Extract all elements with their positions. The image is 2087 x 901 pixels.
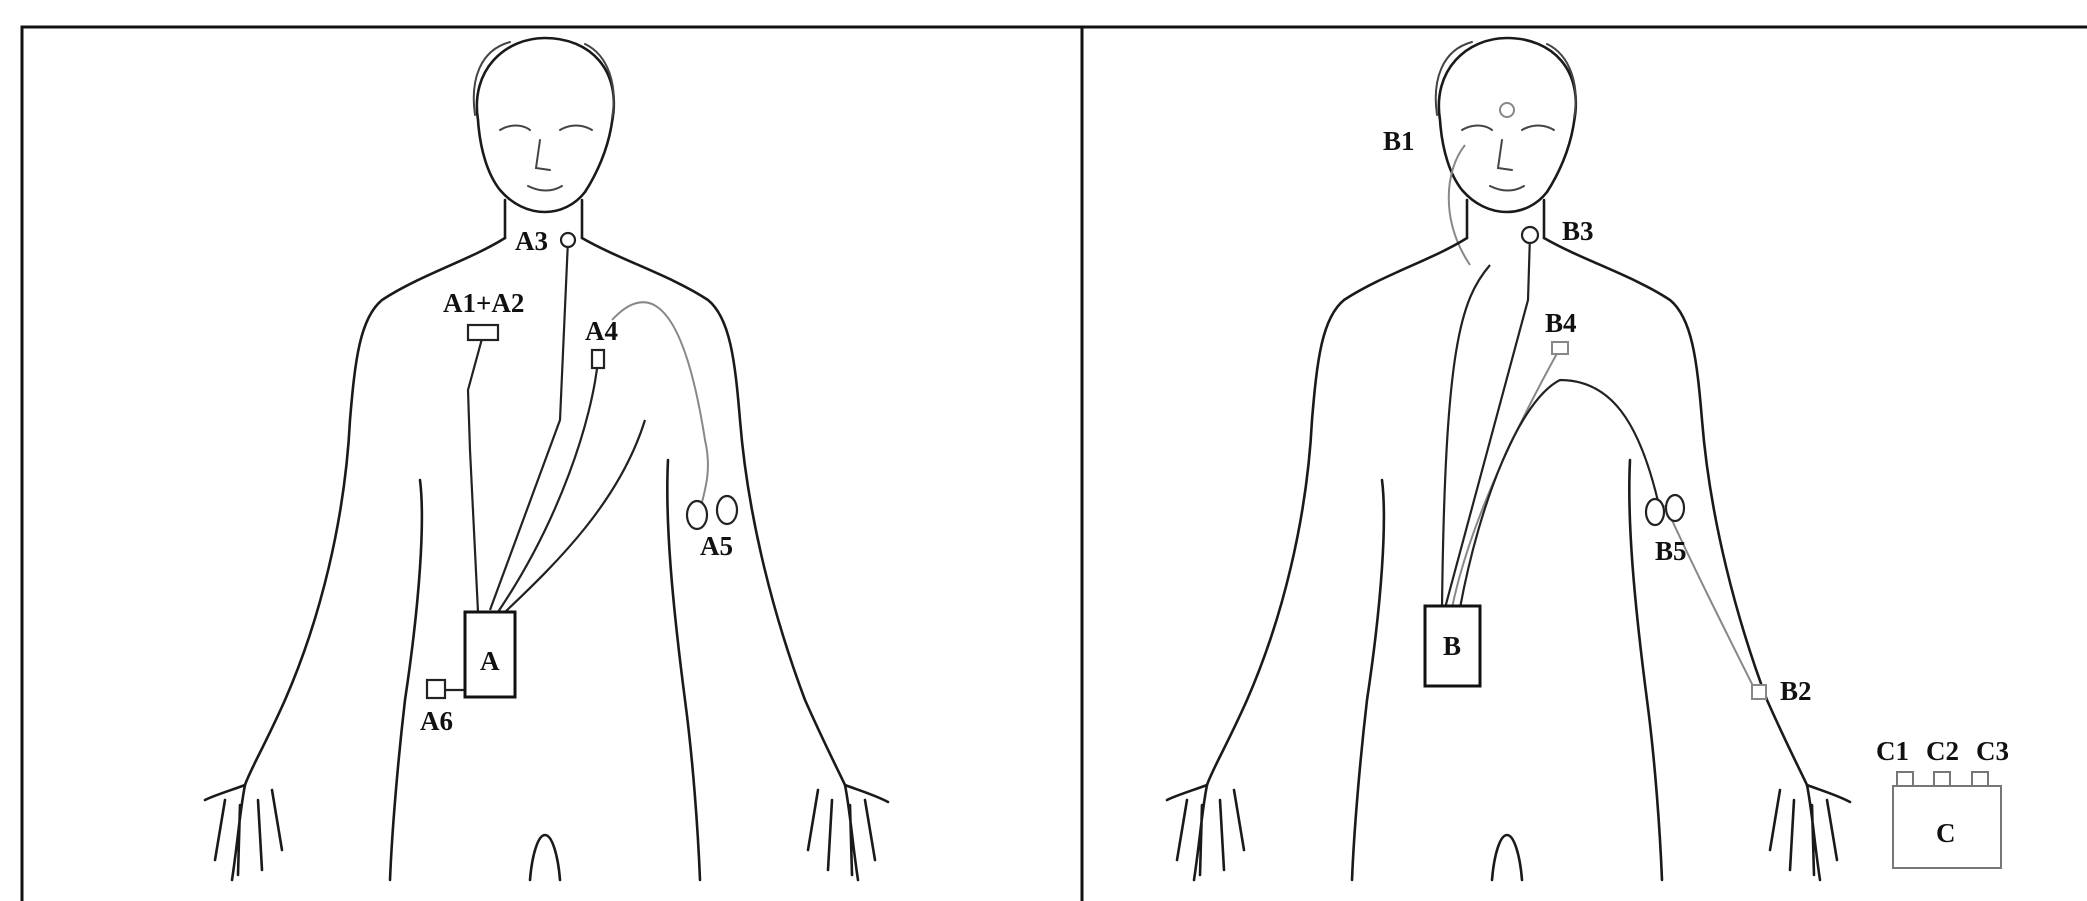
label-c3: C3 [1976, 736, 2009, 766]
sensor-a3 [561, 233, 575, 247]
sensor-b3 [1522, 227, 1538, 243]
label-c1: C1 [1876, 736, 1909, 766]
panel-b-frame [1082, 27, 2087, 901]
label-a1-a2: A1+A2 [443, 288, 524, 318]
sensor-b1-face [1500, 103, 1514, 117]
sensor-a1-a2 [468, 325, 498, 340]
label-a5: A5 [700, 531, 733, 561]
label-b5: B5 [1655, 536, 1687, 566]
sensor-b4 [1552, 342, 1568, 354]
label-device-b: B [1443, 631, 1461, 661]
sensor-a5-left [687, 501, 707, 529]
station-c-port-1 [1897, 772, 1913, 786]
label-b4: B4 [1545, 308, 1577, 338]
label-b3: B3 [1562, 216, 1594, 246]
panel-b-wires [1442, 235, 1755, 690]
label-device-a: A [480, 646, 500, 676]
station-c-port-2 [1934, 772, 1950, 786]
label-a6: A6 [420, 706, 453, 736]
label-c2: C2 [1926, 736, 1959, 766]
sensor-a4 [592, 350, 604, 368]
panel-a-frame [22, 27, 1082, 901]
label-b1: B1 [1383, 126, 1415, 156]
sensor-b5-left [1646, 499, 1664, 525]
sensor-a6 [427, 680, 445, 698]
label-a4: A4 [585, 316, 618, 346]
station-c-port-3 [1972, 772, 1988, 786]
label-device-c: C [1936, 818, 1956, 848]
label-a3: A3 [515, 226, 548, 256]
label-b2: B2 [1780, 676, 1812, 706]
sensor-a5-right [717, 496, 737, 524]
panel-b-body [1167, 38, 1850, 880]
sensor-b5-right [1666, 495, 1684, 521]
sensor-b2 [1752, 685, 1766, 699]
